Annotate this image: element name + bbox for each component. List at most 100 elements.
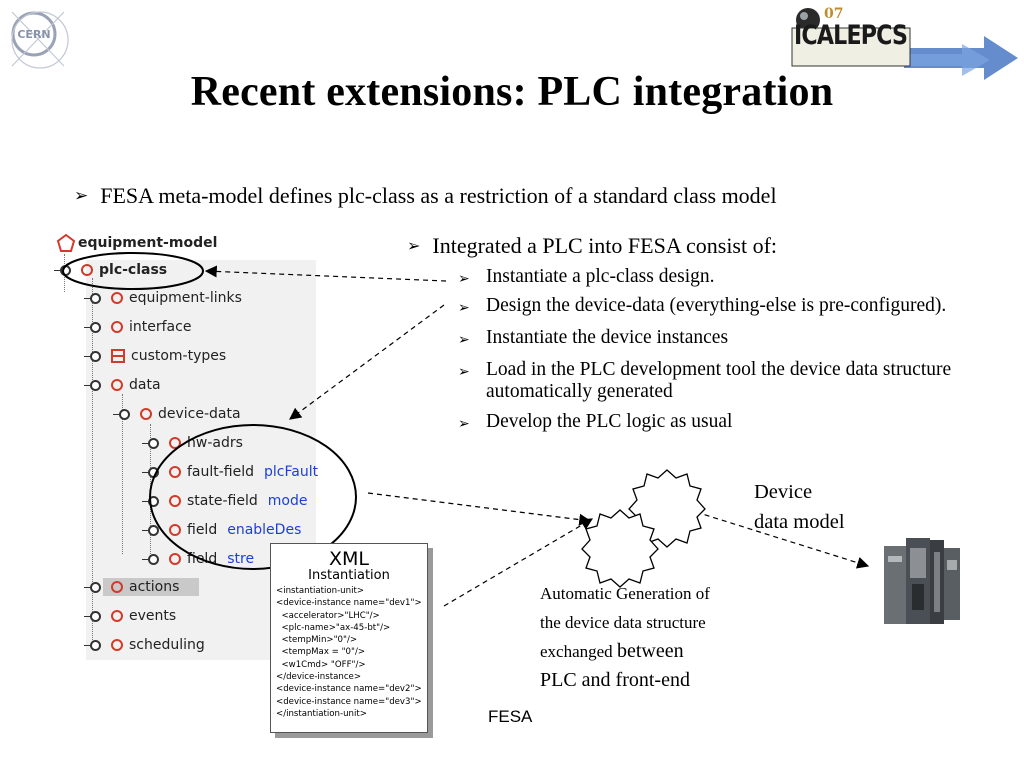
tree-node-label: events [129, 608, 177, 624]
tree-node-value: plcFault [264, 464, 319, 480]
arrow-bullet-icon: ➢ [407, 236, 421, 255]
circle-node-icon [81, 264, 93, 276]
tree-node-custom-types[interactable]: custom-types [84, 346, 227, 366]
caption-line: the device data structure [540, 613, 706, 632]
xml-subtitle: Instantiation [308, 568, 390, 583]
device-label-line: data model [754, 511, 845, 533]
tree-node-interface[interactable]: interface [84, 317, 192, 337]
tree-connector [122, 394, 123, 554]
tree-node-value: stre [227, 551, 255, 567]
arrow-model-to-generator [367, 492, 592, 526]
square-node-icon [111, 349, 125, 363]
device-label-line: Device [754, 481, 813, 503]
circle-node-icon [169, 466, 181, 478]
tree-node-label: scheduling [129, 637, 205, 653]
step-text: Design the device-data (everything-else … [486, 295, 947, 316]
tree-node-plc-class[interactable]: plc-class [54, 260, 168, 280]
device-data-model-label: Device data model [754, 477, 845, 537]
caption-line: between [616, 640, 684, 662]
tree-node-device-data[interactable]: device-data [113, 404, 241, 424]
circle-node-icon [111, 639, 123, 651]
expand-toggle-icon[interactable] [113, 408, 130, 420]
expand-toggle-icon[interactable] [84, 321, 101, 333]
circle-node-icon [111, 292, 123, 304]
list-item: ➢Instantiate a plc-class design. [458, 266, 958, 290]
arrow-bullet-icon: ➢ [458, 416, 470, 432]
tree-node-hw-adrs[interactable]: hw-adrs [142, 433, 243, 453]
xml-line: <accelerator>"LHC"/> [276, 610, 380, 621]
device-data-highlight-ellipse [149, 424, 357, 570]
tree-node-label: interface [129, 319, 192, 335]
plc-class-highlight-ellipse [62, 252, 204, 290]
xml-line: <device-instance name="dev3"> [276, 696, 422, 707]
arrow-bullet-icon: ➢ [458, 332, 470, 348]
tree-node-label: equipment-model [78, 235, 218, 251]
expand-toggle-icon[interactable] [142, 524, 159, 536]
caption-line: PLC and front-end [540, 669, 690, 691]
tree-node-data[interactable]: data [84, 375, 161, 395]
main-bullet-text: FESA meta-model defines plc-class as a r… [100, 183, 777, 208]
circle-node-icon [169, 553, 181, 565]
xml-code: <instantiation-unit> <device-instance nam… [276, 585, 427, 720]
tree-node-label: field [187, 522, 218, 538]
arrow-bullet-icon: ➢ [74, 186, 89, 206]
arrow-to-plc-class [204, 265, 447, 282]
gear-icon [581, 509, 659, 588]
generation-caption: Automatic Generation of the device data … [540, 579, 800, 695]
conference-logo: 07 ICALEPCS [784, 2, 1020, 82]
circle-node-icon [140, 408, 152, 420]
expand-toggle-icon[interactable] [84, 610, 101, 622]
cern-logo: CERN [4, 4, 72, 72]
plc-hardware-icon [884, 538, 960, 624]
conference-logo-text: ICALEPCS [794, 20, 908, 51]
tree-node-label: custom-types [131, 348, 227, 364]
tree-node-actions[interactable]: actions [84, 577, 199, 597]
expand-toggle-icon[interactable] [84, 639, 101, 651]
xml-instantiation-box: XML Instantiation <instantiation-unit><d… [270, 543, 428, 733]
xml-line: <device-instance name="dev2"> [276, 684, 422, 695]
tree-node-label: state-field [187, 493, 258, 509]
tree-node-label: actions [129, 579, 180, 595]
tree-node-state-field[interactable]: state-field mode [142, 491, 307, 511]
circle-node-icon [169, 437, 181, 449]
circle-node-icon [111, 379, 123, 391]
tree-node-events[interactable]: events [84, 606, 177, 626]
circle-node-icon [169, 524, 181, 536]
tree-node-label: data [129, 377, 161, 393]
tree-node-fault-field[interactable]: fault-field plcFault [142, 462, 319, 482]
step-text: Load in the PLC development tool the dev… [486, 359, 952, 402]
xml-line: </instantiation-unit> [276, 708, 367, 719]
tree-node-scheduling[interactable]: scheduling [84, 635, 205, 655]
circle-node-icon [111, 610, 123, 622]
expand-toggle-icon[interactable] [142, 437, 159, 449]
xml-line: <plc-name>"ax-45-bt"/> [276, 622, 391, 633]
expand-toggle-icon[interactable] [84, 581, 101, 593]
xml-line: <device-instance name="dev1"> [276, 598, 422, 609]
main-bullet: ➢ FESA meta-model defines plc-class as a … [74, 183, 777, 209]
conference-logo-number: 07 [824, 6, 843, 22]
pentagon-icon [56, 233, 76, 252]
tree-node-label: device-data [158, 406, 241, 422]
tree-node-field[interactable]: field enableDes [142, 520, 301, 540]
expand-toggle-icon[interactable] [84, 292, 101, 304]
xml-line: <instantiation-unit> [276, 586, 365, 596]
tree-node-equipment-model[interactable]: equipment-model [56, 233, 217, 253]
expand-toggle-icon[interactable] [142, 553, 159, 565]
circle-node-icon [111, 581, 123, 593]
tree-node-label: equipment-links [129, 290, 242, 306]
expand-toggle-icon[interactable] [84, 350, 101, 362]
tree-node-label: fault-field [187, 464, 255, 480]
step-text: Develop the PLC logic as usual [486, 411, 733, 432]
expand-toggle-icon[interactable] [142, 495, 159, 507]
tree-node-label: plc-class [99, 262, 168, 278]
arrow-bullet-icon: ➢ [458, 271, 470, 287]
footer-label: FESA [488, 707, 533, 726]
list-item: ➢ Develop the PLC logic as usual [458, 411, 958, 435]
page-title: Recent extensions: PLC integration [190, 69, 834, 115]
arrow-generator-to-plc [695, 511, 870, 569]
arrow-bullet-icon: ➢ [458, 300, 470, 316]
expand-toggle-icon[interactable] [84, 379, 101, 391]
integration-heading: ➢Integrated a PLC into FESA consist of: [407, 233, 777, 259]
tree-node-equipment-links[interactable]: equipment-links [84, 288, 242, 308]
circle-node-icon [111, 321, 123, 333]
